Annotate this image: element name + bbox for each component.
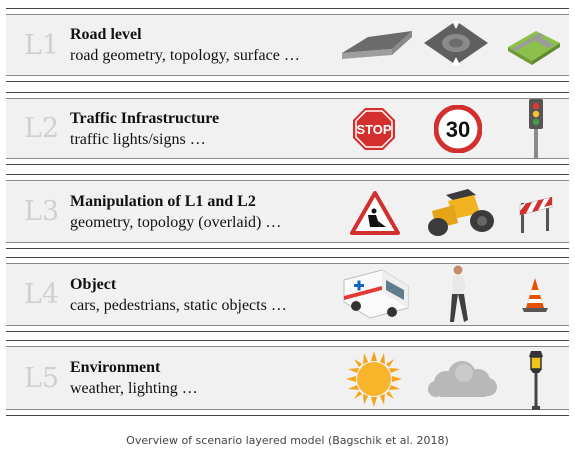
- traffic-cone-icon: [522, 278, 548, 312]
- layer-description: road geometry, topology, surface …: [70, 47, 300, 64]
- roundabout-icon: [424, 21, 488, 65]
- layer-description: geometry, topology (overlaid) …: [70, 213, 282, 231]
- layer-l5: L5 Environment weather, lighting …: [6, 340, 569, 416]
- layer-l1: L1 Road level road geometry, topology, s…: [6, 8, 569, 82]
- layer-l2: L2 Traffic Infrastructure traffic lights…: [6, 92, 569, 165]
- layer-title: Environment: [70, 359, 161, 376]
- layer-id: L3: [24, 196, 60, 227]
- street-lamp-icon: [529, 351, 543, 410]
- road-roller-icon: [428, 189, 494, 236]
- speed-limit-text: 30: [446, 117, 470, 142]
- layer-description: traffic lights/signs …: [70, 130, 206, 148]
- layer-description: weather, lighting …: [70, 380, 198, 397]
- traffic-light-icon: [529, 99, 543, 159]
- layer-id: L5: [24, 362, 60, 394]
- layer-title: Traffic Infrastructure: [70, 109, 220, 127]
- layer-description: cars, pedestrians, static objects …: [70, 296, 287, 314]
- cloud-icon: [428, 361, 497, 397]
- layer-title: Road level: [70, 26, 142, 43]
- layer-l4: L4 Object cars, pedestrians, static obje…: [6, 257, 569, 332]
- layer-id: L1: [24, 29, 60, 61]
- stop-sign-icon: STOP: [353, 108, 395, 150]
- layer-id: L4: [24, 279, 60, 310]
- layer-l3: L3 Manipulation of L1 and L2 geometry, t…: [6, 174, 569, 249]
- layer-title: Object: [70, 275, 117, 293]
- stop-text: STOP: [356, 122, 391, 137]
- ambulance-icon: [343, 269, 409, 319]
- roadwork-sign-icon: [350, 191, 400, 235]
- road-junction-icon: [508, 31, 560, 65]
- road-surface-icon: [342, 31, 412, 59]
- layer-id: L2: [24, 113, 60, 144]
- layer-title: Manipulation of L1 and L2: [70, 192, 256, 210]
- pedestrian-icon: [450, 265, 468, 322]
- speed-limit-sign-icon: 30: [434, 105, 482, 153]
- sun-icon: [346, 351, 402, 407]
- figure-caption: Overview of scenario layered model (Bags…: [126, 434, 449, 447]
- barrier-icon: [519, 196, 553, 233]
